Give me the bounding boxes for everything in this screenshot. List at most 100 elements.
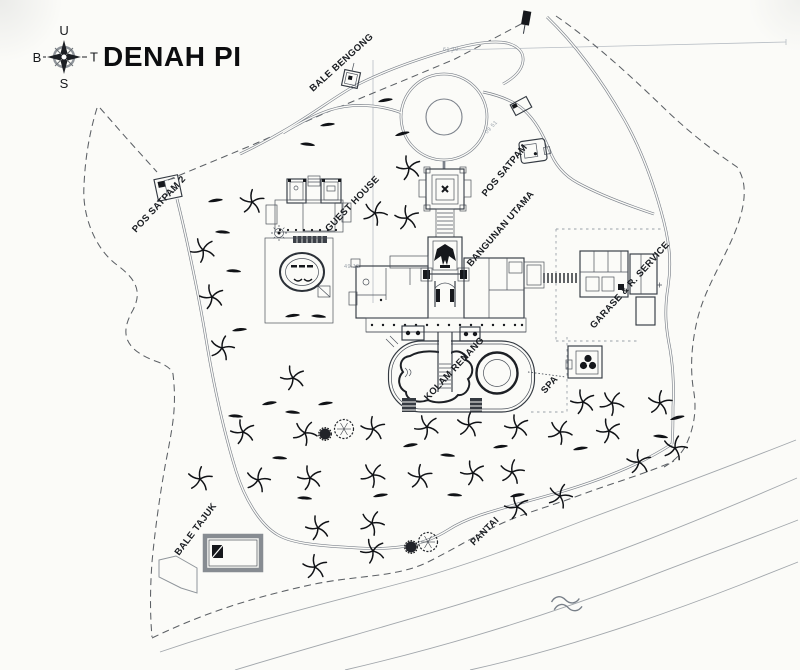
palm-pinwheel-icon (624, 447, 653, 476)
label-pos-satpam: POS SATPAM (480, 142, 530, 199)
spa-building (565, 345, 603, 379)
central-hall (427, 236, 463, 275)
palm-pinwheel-icon (229, 419, 255, 445)
grass-tuft-icon (509, 492, 525, 498)
grass-tuft-icon (439, 452, 456, 458)
palm-pinwheel-icon (457, 456, 489, 488)
rock-outcrop-outline (158, 555, 198, 594)
grass-tuft-icon (214, 229, 231, 235)
grass-tuft-icon (402, 442, 418, 448)
compass-east-label: T (90, 50, 98, 65)
palm-pinwheel-icon (296, 465, 322, 491)
palm-pinwheel-icon (594, 385, 629, 420)
bale-bengong-pavilion (340, 68, 362, 90)
dim-text: 61 19 (443, 47, 459, 53)
swimming-pool-area (385, 332, 536, 413)
bale-bengong-leader (351, 62, 355, 72)
roads (175, 16, 675, 550)
pos-satpam-gate (509, 95, 533, 117)
grass-tuft-icon (231, 327, 247, 332)
pos-satpam-2-post (153, 174, 183, 202)
palm-pinwheel-icon (287, 415, 322, 450)
palm-pinwheel-icon (643, 386, 675, 419)
main-pool (398, 350, 474, 404)
west-wing (355, 265, 429, 319)
garage-service-building (579, 250, 662, 326)
guest-house-steps (293, 236, 327, 243)
entry-flag-marker (521, 10, 532, 34)
palm-pinwheel-icon (452, 408, 484, 441)
palm-pinwheel-icon (503, 414, 529, 440)
pond (279, 252, 325, 292)
compass-south-label: S (60, 76, 69, 91)
palm-pinwheel-icon (240, 462, 274, 496)
grass-tuft-icon (299, 141, 316, 147)
canopy-tree-icon (333, 418, 355, 440)
grass-tuft-icon (492, 444, 508, 449)
grass-tuft-icon (372, 492, 388, 498)
grass-tuft-icon (227, 413, 244, 419)
grass-tuft-icon (284, 409, 301, 415)
palm-pinwheel-icon (404, 461, 434, 492)
label-pantai: PANTAI (468, 515, 501, 548)
beach-boundary-line (151, 460, 675, 639)
beach-contours (159, 439, 799, 670)
spa-connector-dots (527, 371, 567, 378)
pos-satpam-2-leader (171, 187, 179, 194)
sea-waves-icon (550, 596, 583, 612)
pos-satpam-post (518, 138, 551, 164)
grass-tuft-icon (296, 495, 313, 501)
label-spa: SPA (539, 374, 560, 396)
grass-tuft-icon (377, 97, 393, 103)
page-title: DENAH PI (103, 41, 242, 72)
palm-pinwheel-icon (236, 186, 266, 217)
palm-pinwheel-icon (395, 155, 421, 181)
grass-tuft-icon (317, 401, 333, 406)
stepping-path (543, 273, 577, 283)
grass-tuft-icon (284, 313, 300, 318)
palm-pinwheel-icon (410, 409, 444, 443)
grass-tuft-icon (225, 268, 242, 274)
palm-pinwheel-icon (355, 457, 390, 492)
palm-pinwheel-icon (392, 203, 422, 232)
palm-pinwheel-icon (198, 284, 224, 310)
palm-pinwheel-icon (356, 534, 390, 567)
grass-tuft-icon (319, 122, 335, 127)
main-building (348, 166, 545, 342)
grass-tuft-icon (271, 455, 288, 461)
compass-rose: U T S B (33, 23, 98, 91)
palm-pinwheel-icon (277, 361, 309, 393)
palm-pinwheel-icon (593, 414, 625, 446)
guest-house-court (264, 237, 334, 324)
spa-fan-ornament (579, 354, 597, 370)
palm-pinwheel-icon (495, 455, 528, 488)
hall-ornament (434, 244, 456, 265)
grass-tuft-icon (446, 492, 463, 498)
dim-text: 49 15 (344, 264, 360, 270)
grass-tuft-icon (572, 446, 588, 451)
palm-pinwheel-icon (569, 389, 595, 415)
palm-pinwheel-icon (183, 462, 215, 495)
palm-pinwheel-icon (358, 414, 387, 443)
ornament-gear-icon (271, 225, 287, 241)
grass-tuft-icon (310, 313, 327, 319)
vegetation-layer (183, 97, 691, 581)
palm-pinwheel-icon (304, 515, 330, 541)
round-pool (475, 351, 519, 395)
guest-house-building (264, 175, 352, 324)
palm-pinwheel-icon (300, 552, 329, 581)
bale-tajuk-pavilion (202, 533, 264, 573)
compass-north-label: U (59, 23, 68, 38)
grass-tuft-icon (207, 198, 223, 203)
property-boundary (83, 15, 745, 639)
pool-deck (387, 340, 536, 413)
palm-pinwheel-icon (542, 414, 577, 449)
label-bangunan-utama: BANGUNAN UTAMA (465, 189, 537, 269)
grass-tuft-icon (261, 400, 277, 406)
grass-tuft-icon (652, 433, 669, 440)
canopy-tree-icon (318, 427, 332, 441)
canopy-tree-icon (417, 531, 439, 553)
palm-pinwheel-icon (354, 505, 389, 540)
